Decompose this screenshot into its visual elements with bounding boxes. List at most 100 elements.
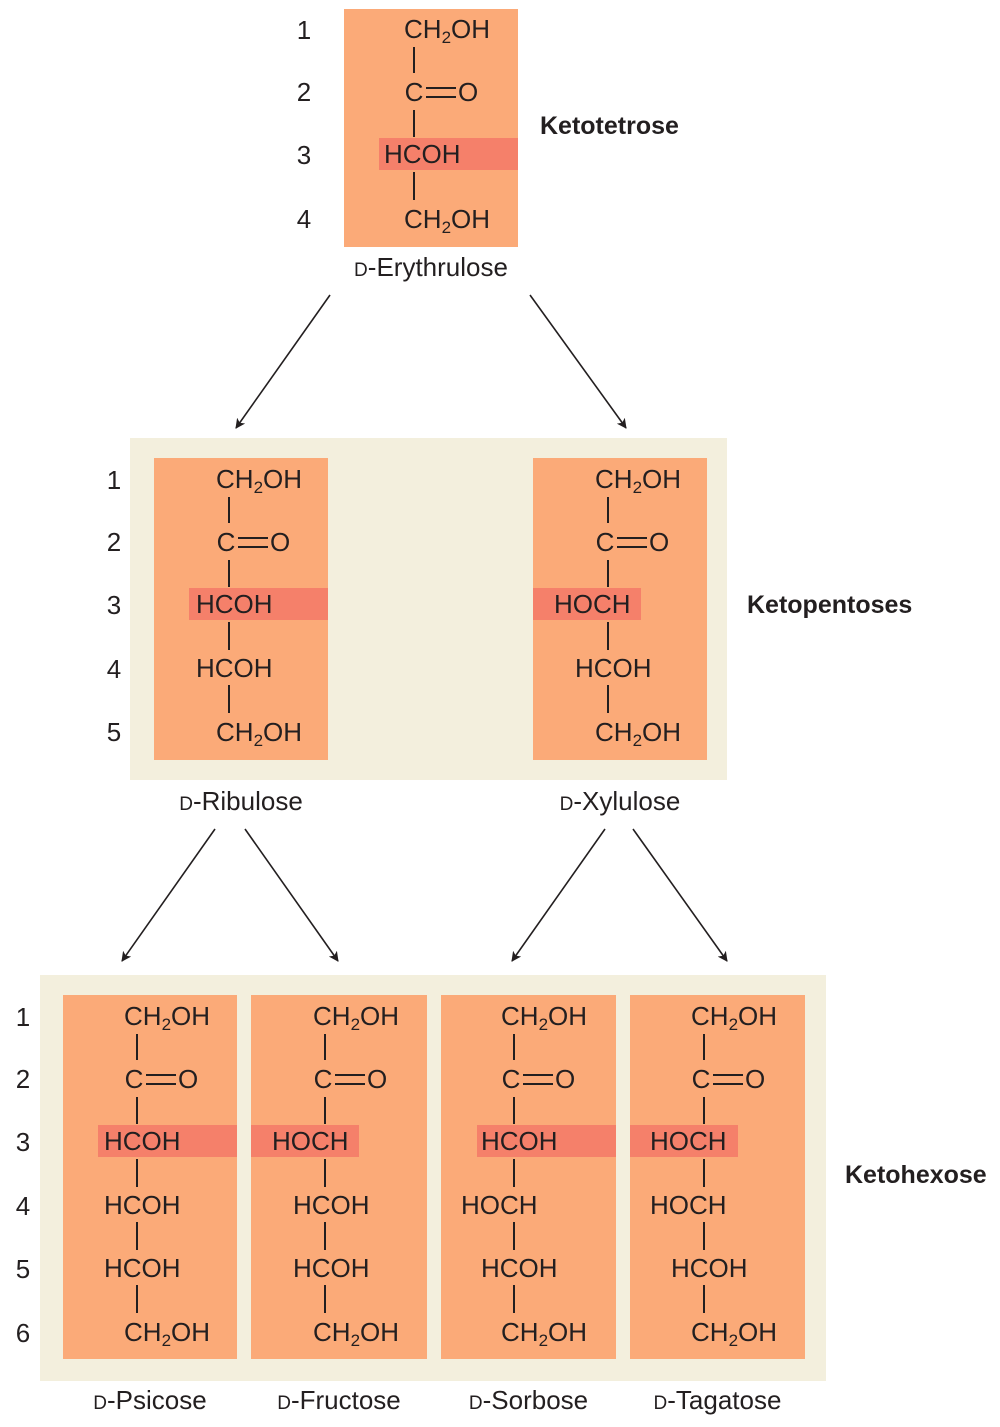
carbon-5-group: HCOH [104, 1253, 181, 1283]
carbon-3-group: HCOH [196, 589, 273, 619]
double-bond [523, 1083, 553, 1085]
carbon-number: 3 [296, 140, 312, 170]
bond [703, 1034, 705, 1060]
bond [607, 622, 609, 650]
carbon-5-group: HCOH [671, 1253, 748, 1283]
double-bond [713, 1083, 743, 1085]
carbon-1-group: CH2OH [691, 1001, 778, 1034]
bond [513, 1222, 515, 1250]
carbon-number: 3 [106, 590, 122, 620]
chiral-center-highlight [379, 138, 518, 170]
carbon-5-group: HCOH [293, 1253, 370, 1283]
name-fructose: D-Fructose [277, 1385, 401, 1415]
bond [324, 1222, 326, 1250]
group-label-ketotetrose: Ketotetrose [540, 112, 679, 140]
double-bond [523, 1074, 553, 1076]
carbon-1-group: CH2OH [404, 14, 491, 47]
double-bond [426, 96, 456, 98]
double-bond [238, 546, 268, 548]
bond [413, 172, 415, 200]
carbon-number: 3 [15, 1127, 31, 1157]
carbon-3-group: HCOH [481, 1126, 558, 1156]
carbon-number: 2 [296, 77, 312, 107]
bond [703, 1097, 705, 1124]
bond [324, 1034, 326, 1060]
bond [513, 1097, 515, 1124]
carbon-3-group: HOCH [272, 1126, 349, 1156]
carbon-number: 4 [106, 654, 122, 684]
carbon-3-group: HOCH [554, 589, 631, 619]
carbon-6-group: CH2OH [124, 1317, 211, 1350]
double-bond [146, 1074, 176, 1076]
carbon-1-group: CH2OH [313, 1001, 400, 1034]
bond [413, 47, 415, 73]
carbon-number: 5 [15, 1254, 31, 1284]
bond [136, 1222, 138, 1250]
carbon-number: 4 [15, 1191, 31, 1221]
double-bond [335, 1074, 365, 1076]
double-bond [335, 1083, 365, 1085]
bond [136, 1285, 138, 1313]
carbon-number: 1 [106, 465, 122, 495]
carbon-number: 6 [15, 1318, 31, 1348]
carbon-1-group: CH2OH [595, 464, 682, 497]
bond [413, 110, 415, 137]
carbon-6-group: CH2OH [691, 1317, 778, 1350]
chiral-center-highlight [533, 588, 641, 620]
carbon-4-group: HOCH [461, 1190, 538, 1220]
carbon-1-group: CH2OH [216, 464, 303, 497]
carbon-4-group: HOCH [650, 1190, 727, 1220]
carbon-number: 1 [296, 15, 312, 45]
carbon-number: 5 [106, 717, 122, 747]
carbon-5-group: HCOH [481, 1253, 558, 1283]
name-tagatose: D-Tagatose [653, 1385, 782, 1415]
bond [703, 1222, 705, 1250]
bond [228, 497, 230, 523]
group-label-ketohexose: Ketohexose [845, 1161, 987, 1189]
carbon-1-group: CH2OH [124, 1001, 211, 1034]
name-xylulose: D-Xylulose [559, 786, 681, 816]
arrow-ribulose-to-fructose [244, 828, 339, 962]
arrow-erythrulose-to-ribulose [235, 294, 331, 429]
bond [513, 1034, 515, 1060]
bond [228, 560, 230, 587]
bond [228, 622, 230, 650]
bond [513, 1285, 515, 1313]
carbon-6-group: CH2OH [501, 1317, 588, 1350]
arrow-erythrulose-to-xylulose [529, 294, 627, 429]
bond [136, 1097, 138, 1124]
bond [703, 1285, 705, 1313]
group-label-ketopentoses: Ketopentoses [747, 591, 913, 619]
chiral-center-highlight [477, 1125, 616, 1157]
carbon-number: 1 [15, 1002, 31, 1032]
bond [324, 1097, 326, 1124]
carbon-number: 2 [106, 527, 122, 557]
chiral-center-highlight [630, 1125, 738, 1157]
name-ribulose: D-Ribulose [179, 786, 303, 816]
carbon-4-group: CH2OH [404, 204, 491, 237]
bond [607, 560, 609, 587]
carbon-4-group: HCOH [575, 653, 652, 683]
carbon-3-group: HCOH [384, 139, 461, 169]
carbon-5-group: CH2OH [216, 717, 303, 750]
bond [703, 1159, 705, 1187]
name-psicose: D-Psicose [93, 1385, 207, 1415]
bond [324, 1285, 326, 1313]
double-bond [617, 546, 647, 548]
name-sorbose: D-Sorbose [468, 1385, 589, 1415]
double-bond [713, 1074, 743, 1076]
carbon-4-group: HCOH [196, 653, 273, 683]
